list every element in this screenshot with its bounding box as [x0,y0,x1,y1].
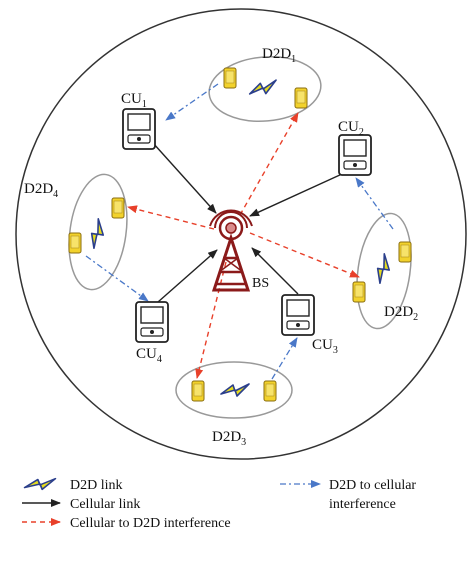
d2d4-to-cu4-interference [85,255,149,302]
bs-to-d2d3-interference [195,261,227,379]
cu2-label: CU2 [338,119,364,138]
cellular-link-cu1 [152,142,217,214]
d2d4-link-bolt [84,218,110,250]
cu4-label: CU4 [136,346,162,365]
d2d3-tx-device [263,380,277,402]
d2d2-to-cu2-interference [355,177,394,230]
cu3-device-icon [281,294,315,336]
base-station-tower-icon [209,209,253,292]
d2d1-tx-device [223,67,237,89]
cellular-link-cu2 [249,173,343,217]
d2d3-pair [191,380,277,402]
legend-cellular-link-label: Cellular link [70,497,140,512]
bs-to-d2d1-interference [239,112,299,216]
d2d1-to-cu1-interference [165,83,219,121]
legend-cellular-to-d2d: Cellular to D2D interference [22,516,231,531]
d2d2-link-bolt [370,253,396,285]
d2d2-pair-ellipse [356,212,412,330]
d2d3-label: D2D3 [212,429,246,448]
legend: D2D link Cellular link Cellular to D2D i… [22,477,416,531]
cellular-link-cu3 [251,247,299,295]
cu2-device-icon [338,134,372,176]
d2d4-label: D2D4 [24,181,58,200]
d2d4-pair-ellipse [68,173,128,291]
cell-boundary [15,8,467,460]
cu3-label: CU3 [312,337,338,356]
legend-d2d-to-cellular-label-line2: interference [329,497,396,512]
d2d-link-icon [23,477,57,491]
cellular-links [152,142,343,303]
d2d4-rx-device [68,232,82,254]
legend-cellular-to-d2d-label: Cellular to D2D interference [70,516,231,531]
legend-d2d-to-cellular-label-line1: D2D to cellular [329,478,416,493]
d2d1-label: D2D1 [262,46,296,65]
cu1-device-icon [122,108,156,150]
d2d-to-cellular-interference [85,83,394,380]
legend-d2d-link-label: D2D link [70,478,123,493]
d2d1-link-bolt [247,79,279,97]
cu1-label: CU1 [121,91,147,110]
bs-to-d2d2-interference [249,232,360,278]
cellular-link-cu4 [157,249,218,303]
d2d3-to-cu3-interference [271,337,298,380]
d2d4-pair [68,197,125,254]
cu4-device-icon [135,301,169,343]
d2d1-pair [223,67,308,109]
cellular-to-d2d-interference [127,112,360,379]
bs-label: BS [252,276,269,291]
legend-d2d-to-cellular: D2D to cellular interference [280,478,416,512]
d2d2-label: D2D2 [384,304,418,323]
d2d3-pair-ellipse [175,361,293,419]
d2d3-rx-device [191,380,205,402]
d2d2-rx-device [352,281,366,303]
d2d4-tx-device [111,197,125,219]
bs-to-d2d4-interference [127,205,215,230]
legend-cellular-link: Cellular link [22,497,140,512]
legend-d2d-link: D2D link [23,477,123,493]
d2d1-rx-device [294,87,308,109]
d2d3-link-bolt [220,383,250,397]
d2d2-tx-device [398,241,412,263]
d2d1-pair-ellipse [208,56,322,122]
